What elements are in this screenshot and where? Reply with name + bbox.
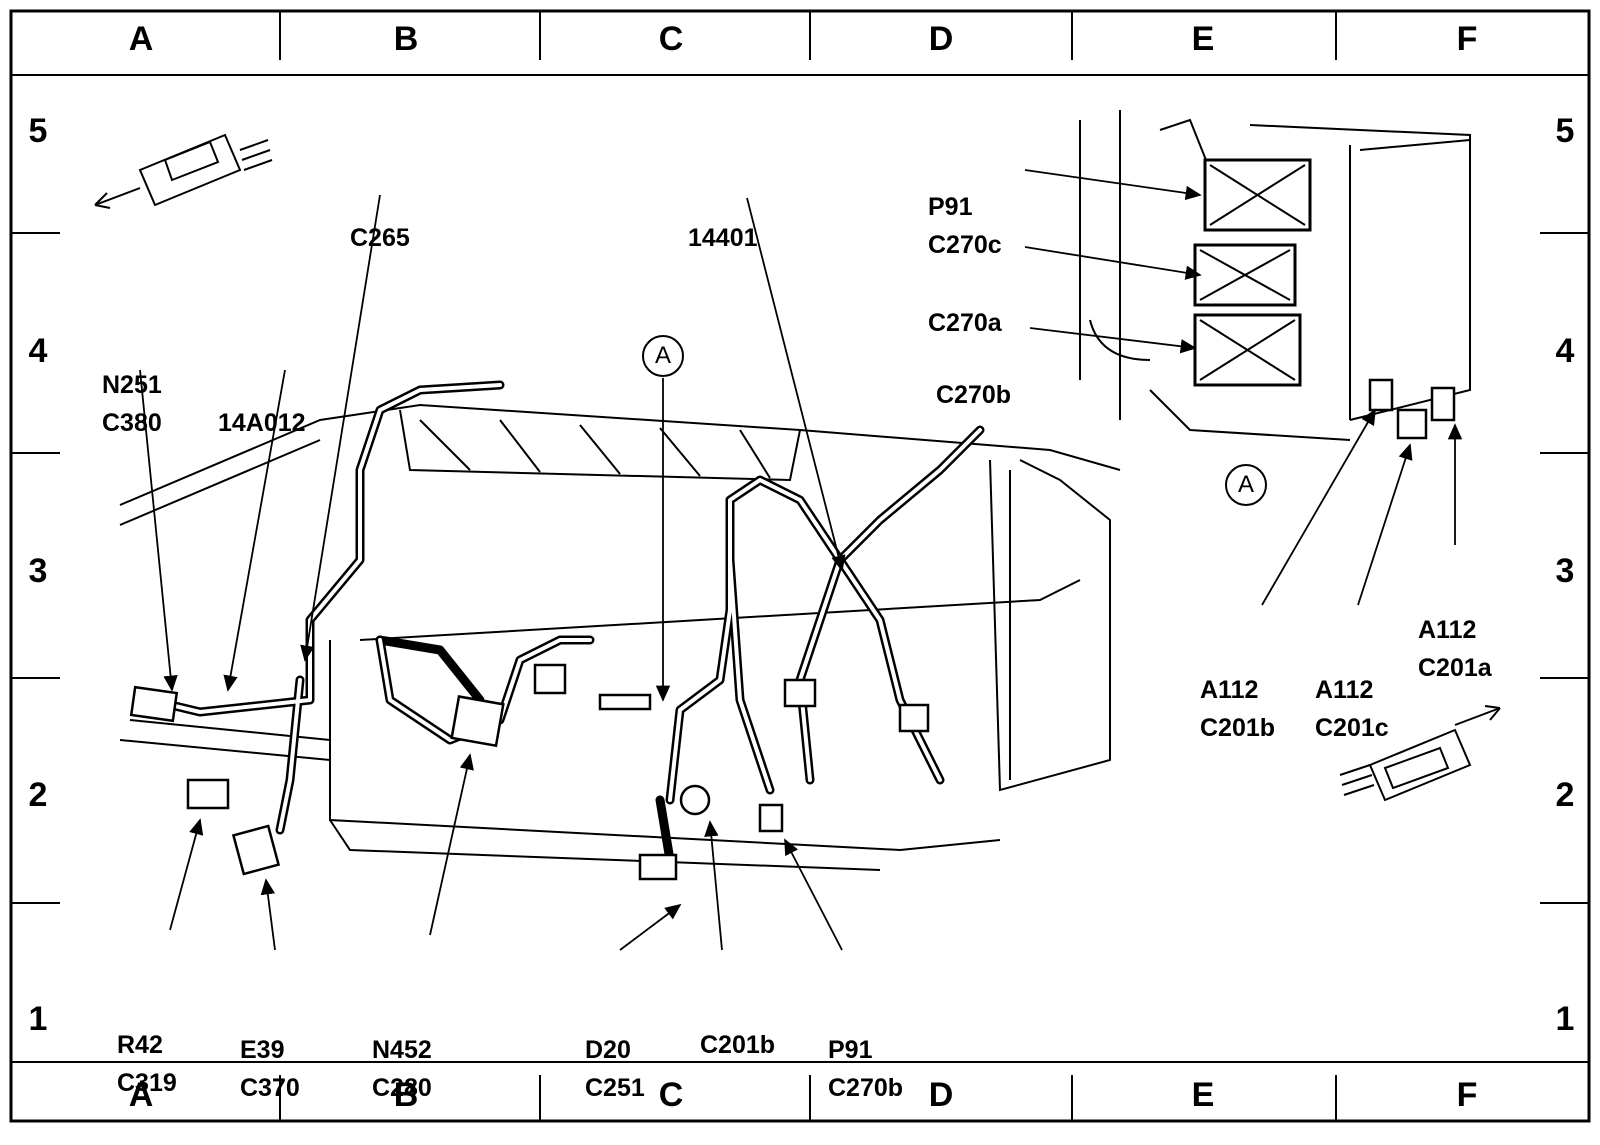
row-label-1-left: 1	[28, 1000, 48, 1038]
dash-structure	[119, 403, 1121, 871]
column-label-e-bottom: E	[1191, 1076, 1215, 1114]
leader-lines	[139, 169, 1463, 951]
column-ticks	[279, 11, 1337, 1121]
row-label-2-left: 2	[28, 776, 48, 814]
view-marker-inset	[1225, 464, 1267, 506]
column-label-c-bottom: C	[658, 1076, 684, 1114]
column-label-b-top: B	[393, 20, 419, 58]
column-label-c-top: C	[658, 20, 684, 58]
row-label-4-right: 4	[1555, 332, 1575, 370]
row-label-5-right: 5	[1555, 112, 1575, 150]
column-label-a-top: A	[128, 20, 154, 58]
view-marker-label-inset: A	[1237, 471, 1254, 498]
callout-c270b-inset: C270b	[936, 381, 1012, 409]
inset-view-a	[1079, 110, 1471, 441]
callout-c270a: C270a	[928, 309, 1002, 337]
callout-c201b: C201b	[700, 1031, 776, 1059]
connector-direction-icon-right	[1339, 705, 1501, 802]
column-label-f-bottom: F	[1456, 1076, 1478, 1114]
row-label-2-right: 2	[1555, 776, 1575, 814]
row-label-1-right: 1	[1555, 1000, 1575, 1038]
row-label-3-right: 3	[1555, 552, 1575, 590]
callout-14401: 14401	[688, 224, 758, 252]
callout-c265: C265	[350, 224, 410, 252]
row-ticks	[11, 232, 1589, 904]
row-label-3-left: 3	[28, 552, 48, 590]
column-label-f-top: F	[1456, 20, 1478, 58]
row-label-4-left: 4	[28, 332, 48, 370]
connector-bodies	[129, 663, 930, 881]
column-label-e-top: E	[1191, 20, 1215, 58]
view-marker-label-main: A	[654, 342, 671, 369]
column-label-a-bottom: A	[128, 1076, 154, 1114]
column-label-b-bottom: B	[393, 1076, 419, 1114]
view-marker-main	[642, 335, 684, 377]
callout-14a012: 14A012	[218, 409, 306, 437]
column-label-d-bottom: D	[928, 1076, 954, 1114]
outer-border	[9, 9, 1591, 1123]
row-label-5-left: 5	[28, 112, 48, 150]
connector-direction-icon-left	[94, 133, 273, 209]
column-label-d-top: D	[928, 20, 954, 58]
